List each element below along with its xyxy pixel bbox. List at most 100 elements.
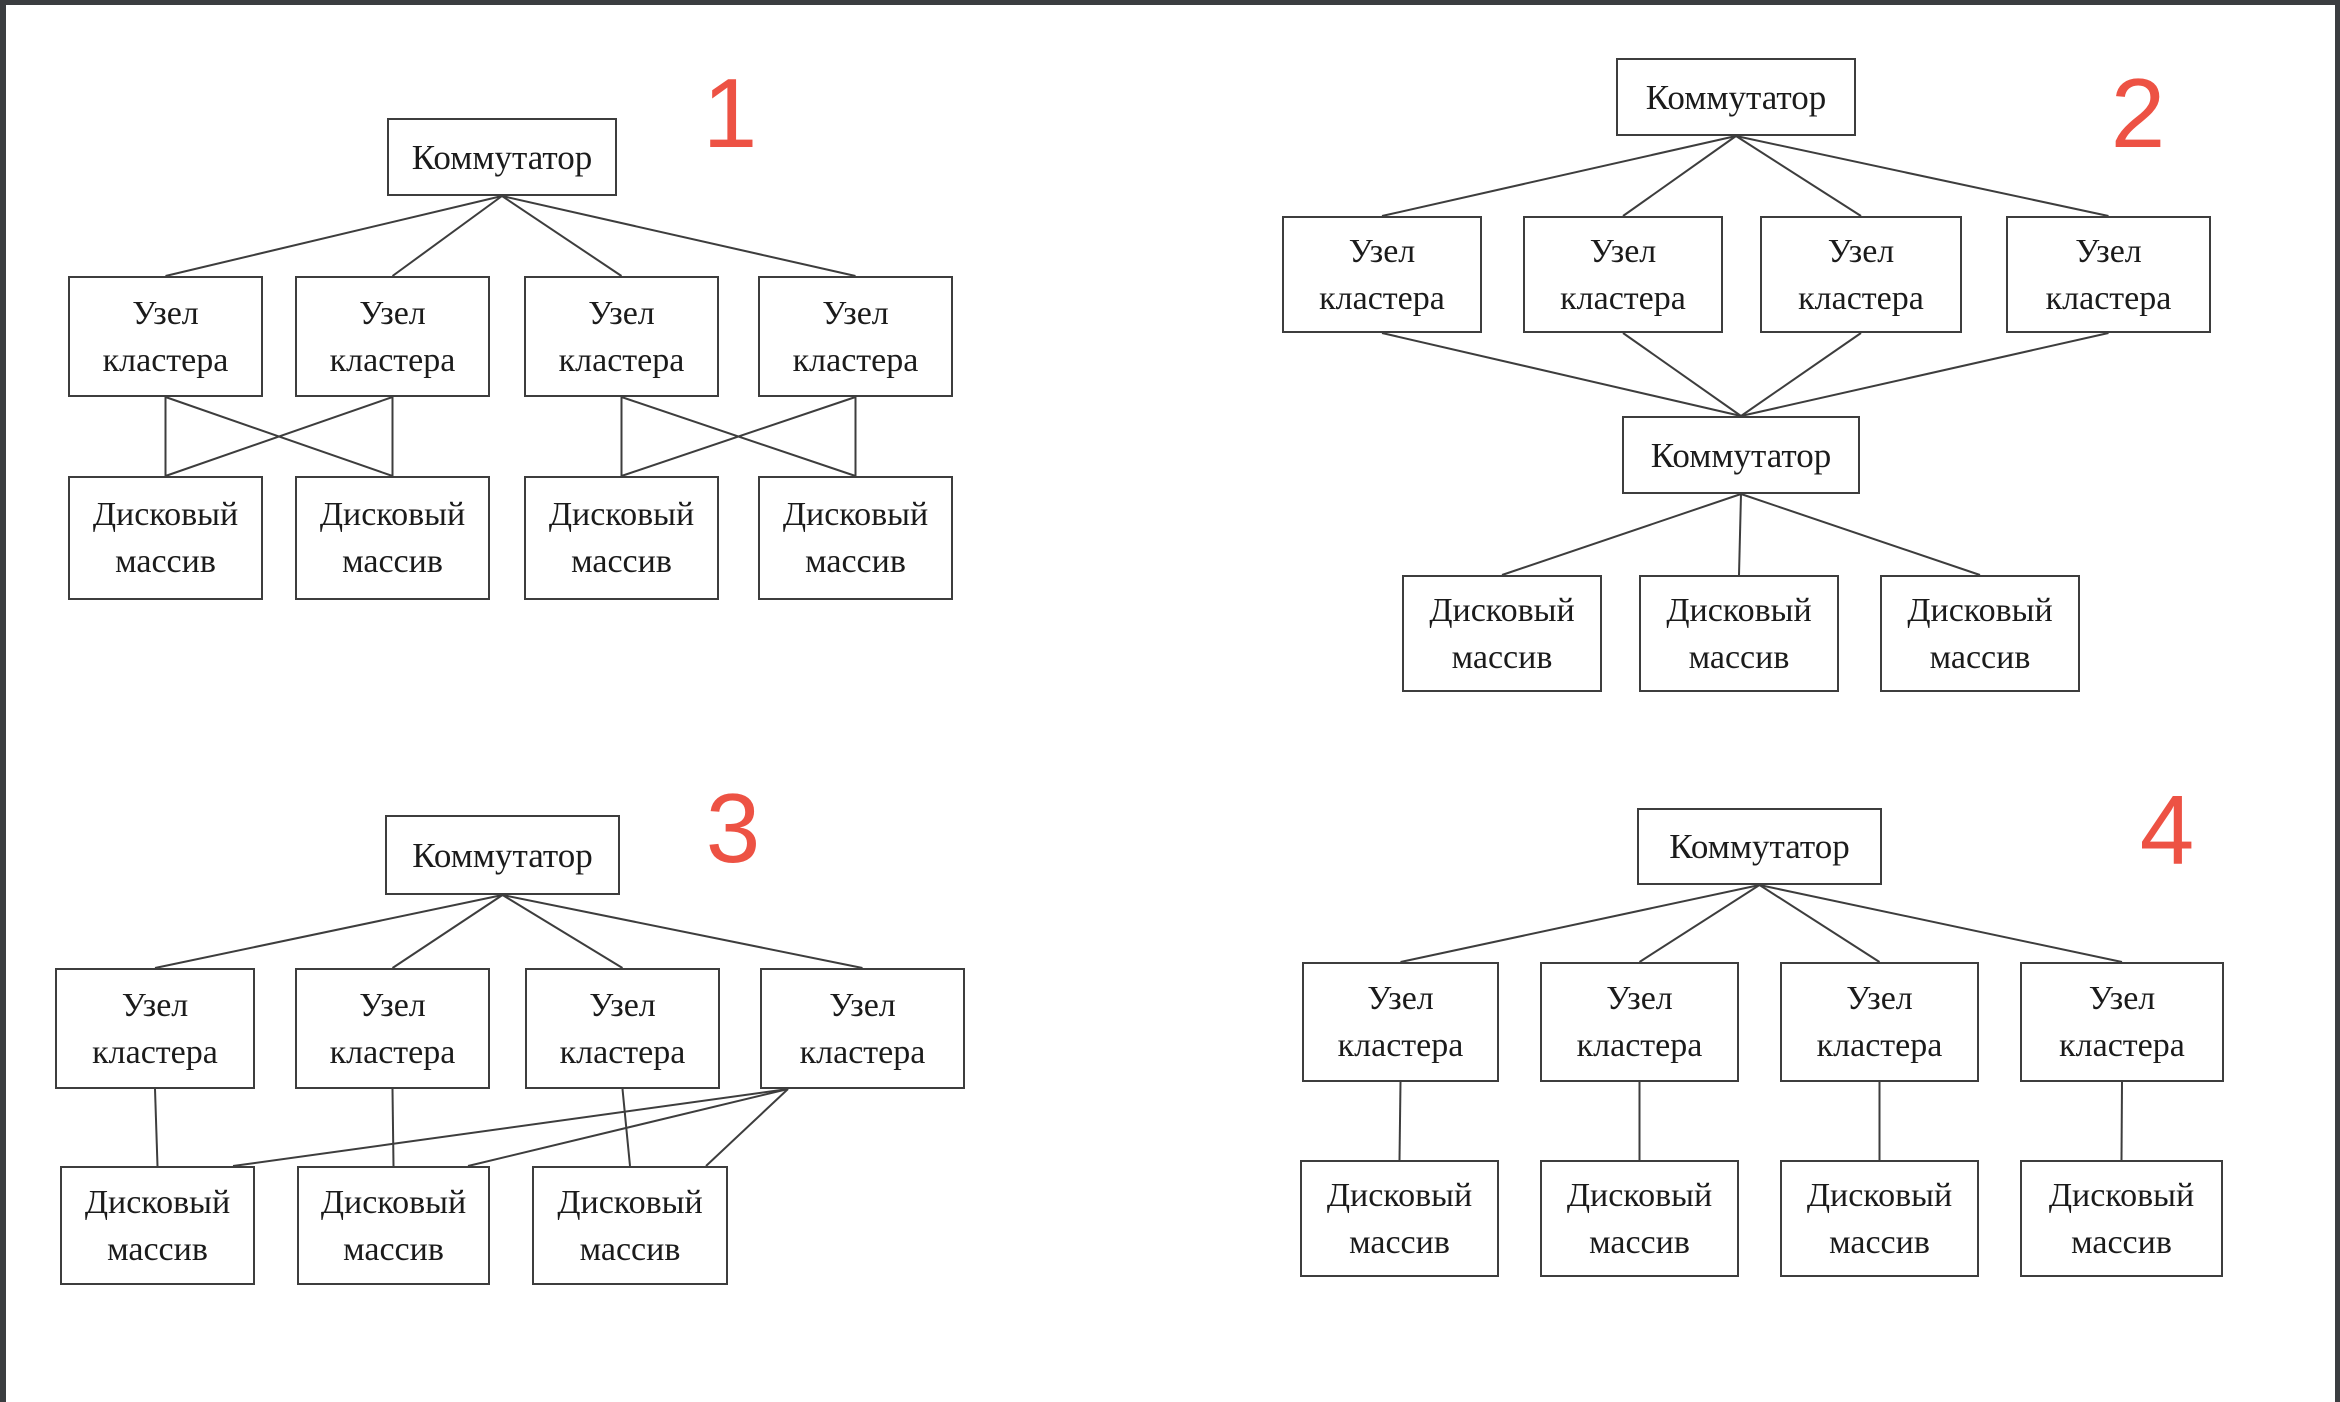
box-label-line: Дисковый xyxy=(557,1183,703,1221)
connection-line xyxy=(502,894,863,969)
box-label-line: Дисковый xyxy=(548,496,695,533)
box-label-line: массив xyxy=(2071,1223,2172,1261)
disk-array-box: Дисковый массив xyxy=(60,1166,255,1285)
box-label-line: кластера xyxy=(792,341,919,379)
connection-line xyxy=(2120,1081,2123,1161)
connection-line xyxy=(1400,884,1760,963)
box-label-line: кластера xyxy=(799,1033,926,1071)
box-label-line: Узел xyxy=(359,986,426,1024)
switch-box: Коммутатор xyxy=(1616,58,1856,136)
box-label-line: Дисковый xyxy=(2048,1176,2195,1214)
box-label-line: Узел xyxy=(1827,232,1895,270)
connection-line xyxy=(1501,493,1742,576)
box-label-line: Коммутатор xyxy=(1645,77,1827,117)
box-label-line: Дисковый xyxy=(1666,591,1812,629)
box-label-line: массив xyxy=(107,1230,208,1268)
connection-line xyxy=(501,195,856,277)
connection-line xyxy=(165,396,393,477)
cluster-node-box: Узел кластера xyxy=(1523,216,1723,333)
disk-array-box: Дисковый массив xyxy=(68,476,263,600)
box-label-line: кластера xyxy=(1319,279,1445,317)
connection-line xyxy=(232,1088,789,1167)
connection-line xyxy=(1735,135,2109,217)
cluster-node-box: Узел кластера xyxy=(295,276,490,397)
box-label-line: Коммутатор xyxy=(1669,827,1850,866)
box-label-line: Узел xyxy=(822,294,889,332)
connection-line xyxy=(165,195,503,277)
disk-array-box: Дисковый массив xyxy=(1540,1160,1739,1277)
box-label-line: Коммутатор xyxy=(411,137,593,177)
connection-line xyxy=(1740,493,1981,576)
box-label-line: кластера xyxy=(1798,279,1924,317)
connection-line xyxy=(1381,135,1737,217)
box-label-line: кластера xyxy=(102,341,229,379)
box-label-line: кластера xyxy=(92,1033,218,1071)
connection-line xyxy=(1638,884,1761,963)
frame-border-left xyxy=(0,0,6,1402)
box-label-line: Дисковый xyxy=(92,496,239,533)
box-label-line: массив xyxy=(342,543,443,580)
box-label-line: Узел xyxy=(2088,980,2156,1017)
connection-line xyxy=(154,1088,159,1167)
box-label-line: Узел xyxy=(359,294,426,332)
box-label-line: кластера xyxy=(2045,279,2172,317)
connection-line xyxy=(1740,332,2109,417)
box-label-line: Узел xyxy=(1606,980,1673,1017)
box-label-line: Дисковый xyxy=(1806,1176,1953,1214)
box-label-line: Дисковый xyxy=(1566,1176,1713,1214)
box-label-line: Дисковый xyxy=(1429,591,1575,629)
cluster-node-box: Узел кластера xyxy=(1282,216,1482,333)
connection-line xyxy=(1740,332,1862,417)
connection-line xyxy=(467,1088,789,1167)
box-label-line: Узел xyxy=(1589,232,1657,270)
box-label-line: Дисковый xyxy=(1907,591,2053,629)
box-label-line: кластера xyxy=(329,341,456,379)
frame-border-top xyxy=(0,0,2340,5)
box-label-line: Узел xyxy=(132,294,199,332)
box-label-line: массив xyxy=(115,543,216,580)
connection-line xyxy=(154,894,503,969)
box-label-line: Узел xyxy=(589,986,656,1024)
frame-border-right xyxy=(2335,0,2340,1402)
box-label-line: Узел xyxy=(121,986,189,1024)
box-label-line: кластера xyxy=(1337,1027,1464,1064)
connection-line xyxy=(1758,884,1881,963)
box-label-line: массив xyxy=(1589,1223,1690,1261)
box-label-line: Узел xyxy=(829,986,896,1024)
diagram-number: 4 xyxy=(2139,775,2195,885)
box-label-line: кластера xyxy=(1816,1027,1943,1064)
box-label-line: Узел xyxy=(1348,232,1416,270)
box-label-line: массив xyxy=(1929,638,2031,676)
box-label-line: Узел xyxy=(588,294,655,332)
box-label-line: Узел xyxy=(1367,980,1434,1017)
box-label-line: кластера xyxy=(559,1033,686,1071)
box-label-line: массив xyxy=(343,1230,444,1268)
box-label-line: кластера xyxy=(558,341,685,379)
box-label-line: Дисковый xyxy=(84,1183,231,1221)
connection-line xyxy=(1381,332,1742,417)
diagram-number: 1 xyxy=(702,58,758,168)
switch-box: Коммутатор xyxy=(387,118,617,196)
cluster-node-box: Узел кластера xyxy=(758,276,953,397)
switch-box: Коммутатор xyxy=(1622,416,1860,494)
connection-line xyxy=(501,195,623,277)
box-label-line: массив xyxy=(1688,638,1790,676)
box-label-line: Коммутатор xyxy=(412,835,593,875)
disk-array-box: Дисковый массив xyxy=(2020,1160,2223,1277)
box-label-line: массив xyxy=(571,543,672,580)
box-label-line: Узел xyxy=(2075,232,2142,270)
diagram-number: 3 xyxy=(705,773,761,883)
connection-line xyxy=(391,1088,395,1167)
cluster-node-box: Узел кластера xyxy=(524,276,719,397)
box-label-line: кластера xyxy=(1560,279,1686,317)
connection-line xyxy=(501,894,624,969)
